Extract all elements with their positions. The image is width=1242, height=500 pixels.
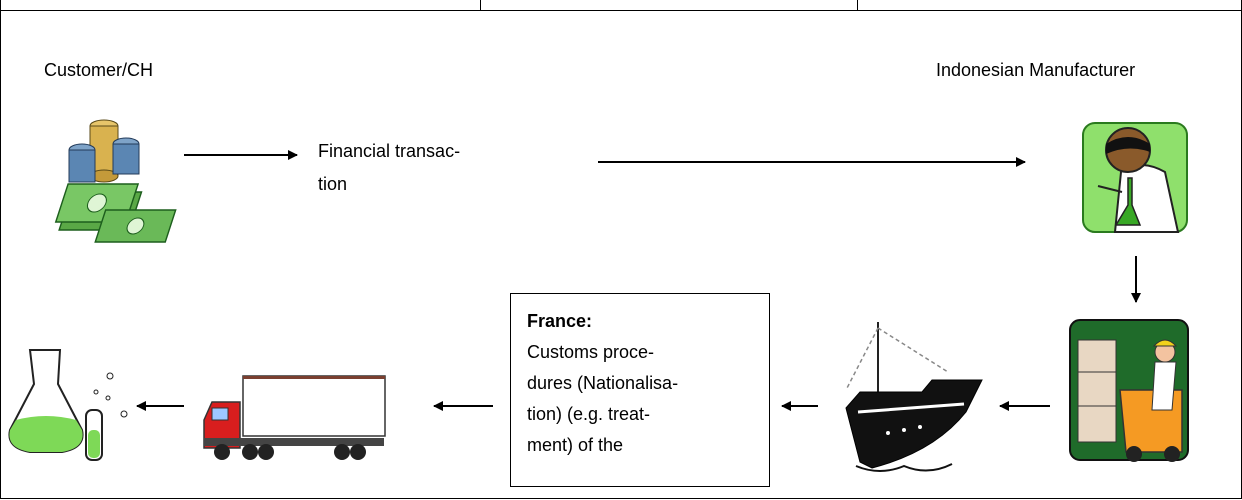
ship-icon xyxy=(845,322,983,472)
scientist-icon xyxy=(1082,122,1188,233)
transaction-line: tion xyxy=(318,174,348,194)
forklift-worker-icon xyxy=(1069,319,1189,462)
customs-box-title: France: xyxy=(527,311,593,331)
header-divider xyxy=(857,0,858,10)
customs-box: France: Customs proce- dures (Nationalis… xyxy=(510,293,770,487)
truck-icon xyxy=(203,375,386,460)
transaction-line: Financial transac- xyxy=(318,141,461,161)
lab-flask-icon xyxy=(8,349,128,461)
customs-box-line: tion) (e.g. treat- xyxy=(527,404,651,424)
header-divider xyxy=(480,0,481,10)
money-icon xyxy=(54,119,177,243)
customs-box-line: Customs proce- xyxy=(527,342,655,362)
customs-box-line: ment) of the xyxy=(527,435,624,455)
financial-transaction-label: Financial transac- tion xyxy=(318,135,460,201)
manufacturer-label: Indonesian Manufacturer xyxy=(936,60,1136,80)
customer-label: Customer/CH xyxy=(44,60,154,80)
table-header-row xyxy=(0,0,1242,11)
customs-box-line: dures (Nationalisa- xyxy=(527,373,679,393)
